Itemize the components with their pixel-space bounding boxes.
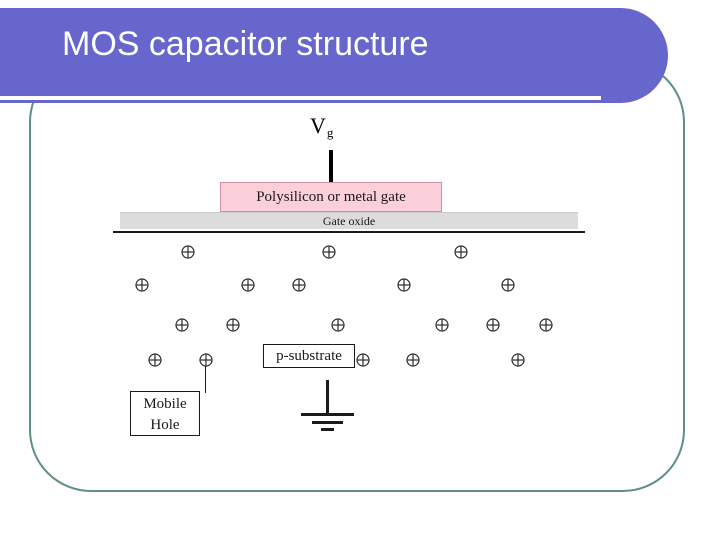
plus-circle-icon bbox=[435, 318, 449, 332]
plus-circle-icon bbox=[175, 318, 189, 332]
mobile-hole-label-box: Mobile Hole bbox=[130, 391, 200, 436]
mobile-hole-line-2: Hole bbox=[150, 417, 180, 433]
plus-circle-icon bbox=[135, 278, 149, 292]
plus-circle-icon bbox=[486, 318, 500, 332]
title-underline-rule bbox=[0, 96, 601, 100]
ground-bar-3 bbox=[321, 428, 334, 431]
plus-circle-icon bbox=[181, 245, 195, 259]
plus-circle-icon bbox=[226, 318, 240, 332]
gate-voltage-symbol: V bbox=[310, 113, 326, 138]
gate-terminal-lead bbox=[329, 150, 333, 183]
plus-circle-icon bbox=[397, 278, 411, 292]
p-substrate-label-box: p-substrate bbox=[263, 344, 355, 368]
ground-symbol-icon bbox=[295, 380, 359, 434]
plus-circle-icon bbox=[356, 353, 370, 367]
plus-circle-icon bbox=[331, 318, 345, 332]
mobile-hole-leader-line bbox=[205, 366, 206, 393]
slide-title: MOS capacitor structure bbox=[62, 25, 429, 63]
gate-voltage-label: Vg bbox=[310, 113, 334, 140]
plus-circle-icon bbox=[322, 245, 336, 259]
ground-bar-1 bbox=[301, 413, 354, 416]
plus-circle-icon bbox=[454, 245, 468, 259]
plus-circle-icon bbox=[539, 318, 553, 332]
gate-electrode-box: Polysilicon or metal gate bbox=[220, 182, 442, 212]
plus-circle-icon bbox=[406, 353, 420, 367]
plus-circle-icon bbox=[501, 278, 515, 292]
substrate-surface-line bbox=[113, 231, 585, 233]
gate-oxide-layer: Gate oxide bbox=[120, 212, 578, 229]
mobile-hole-line-1: Mobile bbox=[143, 396, 187, 412]
plus-circle-icon bbox=[292, 278, 306, 292]
slide-title-banner bbox=[0, 8, 668, 103]
gate-voltage-subscript: g bbox=[326, 125, 334, 140]
plus-circle-icon bbox=[511, 353, 525, 367]
plus-circle-icon bbox=[241, 278, 255, 292]
ground-stem bbox=[326, 380, 329, 414]
plus-circle-icon bbox=[199, 353, 213, 367]
plus-circle-icon bbox=[148, 353, 162, 367]
ground-bar-2 bbox=[312, 421, 343, 424]
